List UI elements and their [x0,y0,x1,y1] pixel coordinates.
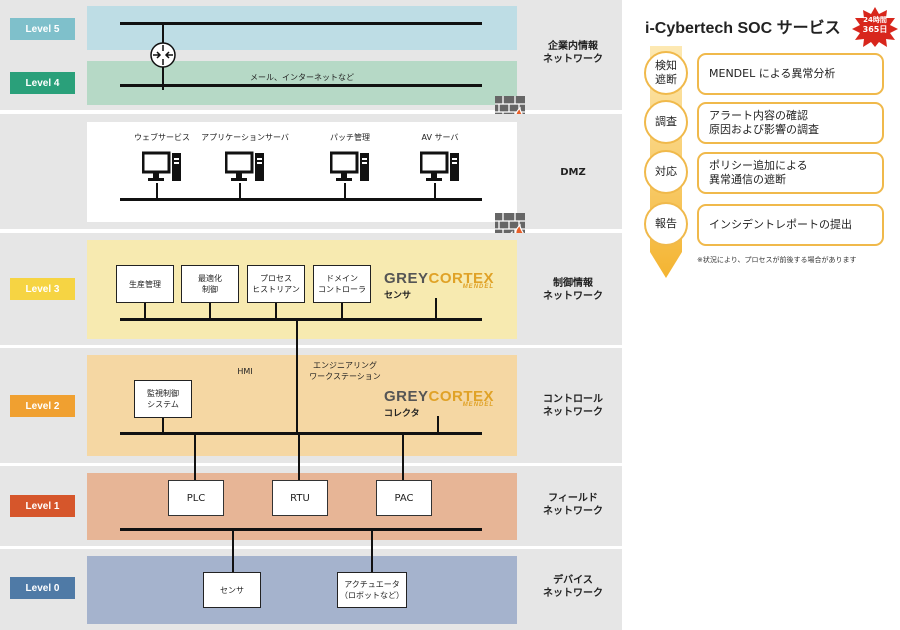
level3-box-link [209,303,211,319]
soc-note: ※状況により、プロセスが前後する場合があります [697,256,857,264]
sensor-box: センサ [203,572,261,608]
level-badge-0: Level 0 [10,577,75,599]
hmi-label: HMI [237,367,253,376]
level1-bus [120,528,482,531]
actuator-box: アクチュエータ （ロボットなど） [337,572,407,608]
net-label-device: デバイス ネットワーク [543,575,603,599]
level5-bus [120,22,482,25]
level3-system-box: 最適化 制御 [181,265,239,303]
dmz-server-link [239,183,241,199]
dmz-server-link [434,183,436,199]
router-icon [150,42,176,68]
field-device-box: RTU [272,480,328,516]
level0-panel [87,556,517,624]
field-device-box: PLC [168,480,224,516]
greycortex-collector-logo: GREYCORTEX MENDEL コレクタ [384,388,495,418]
computer-icon [419,151,460,189]
ews-label: エンジニアリング ワークステーション [309,361,381,381]
computer-icon [329,151,370,189]
sensor0-link [232,530,234,572]
level3-box-link [144,303,146,319]
level5-panel [87,6,517,50]
corporate-line-label: メール、インターネットなど [250,73,354,82]
net-label-dmz: DMZ [560,167,586,178]
soc-step-circle: 検知 遮断 [644,51,688,95]
l3-l2-link [296,320,298,434]
dmz-server-link [344,183,346,199]
net-label-field: フィールド ネットワーク [543,493,603,517]
computer-icon [224,151,265,189]
level-badge-4: Level 4 [10,72,75,94]
soc-step-circle: 調査 [644,100,688,144]
level3-system-box: ドメイン コントローラ [313,265,371,303]
scada-link [162,418,164,433]
soc-step-circle: 報告 [644,202,688,246]
level-badge-1: Level 1 [10,495,75,517]
scada-box: 監視制御 システム [134,380,192,418]
net-label-control: コントロール ネットワーク [543,394,603,418]
dmz-server-label: AV サーバ [421,133,459,142]
actuator-link [371,530,373,572]
computer-icon [141,151,182,189]
badge-starburst-icon [852,7,898,47]
net-label-control-info: 制御情報 ネットワーク [543,278,603,302]
level-badge-3: Level 3 [10,278,75,300]
net-label-corporate: 企業内情報 ネットワーク [543,41,603,65]
level3-box-link [275,303,277,319]
dmz-server-label: パッチ管理 [330,133,370,142]
level2-bus [120,432,482,435]
soc-step-description: ポリシー追加による 異常通信の遮断 [697,152,884,194]
soc-step-description: MENDEL による異常分析 [697,53,884,95]
soc-step-description: インシデントレポートの提出 [697,204,884,246]
level-badge-2: Level 2 [10,395,75,417]
dmz-bus [120,198,482,201]
field-device-box: PAC [376,480,432,516]
level1-uplink [402,434,404,480]
soc-step-circle: 対応 [644,150,688,194]
level3-bus [120,318,482,321]
dmz-server-link [156,183,158,199]
level-badge-5: Level 5 [10,18,75,40]
soc-step-description: アラート内容の確認 原因および影響の調査 [697,102,884,144]
level4-bus [120,84,482,87]
dmz-server-label: ウェブサービス [134,133,190,142]
collector-link [437,416,439,433]
sensor-link [435,298,437,318]
dmz-server-label: アプリケーションサーバ [201,133,289,142]
level3-box-link [341,303,343,319]
level1-uplink [194,434,196,480]
level1-uplink [298,434,300,480]
level4-panel [87,61,517,105]
soc-title: i-Cybertech SOC サービス [645,20,841,37]
greycortex-sensor-logo: GREYCORTEX MENDEL センサ [384,270,495,300]
level3-system-box: プロセス ヒストリアン [247,265,305,303]
level3-system-box: 生産管理 [116,265,174,303]
